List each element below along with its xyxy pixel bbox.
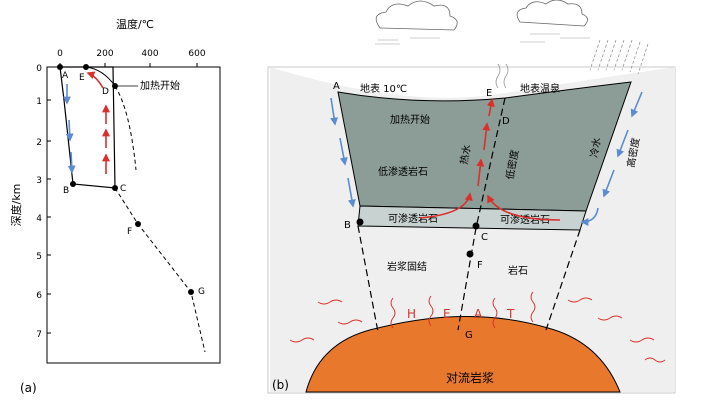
heating-start-label: 加热开始 [140,79,180,92]
y-tick: 5 [36,252,42,262]
y-tick: 2 [36,138,42,148]
point-f [135,221,141,227]
panel-a: 温度/℃ 0 200 400 600 0 1 2 3 4 5 6 7 深度/km [9,17,221,395]
hot-spring-label: 地表温泉 [520,82,560,95]
point-c-label: C [481,232,488,243]
y-tick: 4 [36,214,42,224]
point-g-label: G [198,287,205,297]
point-b-label: B [344,220,351,231]
heat-letter: H [407,307,416,321]
point-g [188,289,194,295]
point-f-marker [466,250,474,258]
point-a-label: A [62,71,69,81]
point-d [112,83,118,89]
point-b-label: B [63,186,69,196]
x-tick: 600 [188,49,205,59]
y-tick: 6 [36,291,42,301]
heating-start-label: 加热开始 [390,113,430,126]
point-b-marker [356,218,364,226]
dashed-boundaries [357,97,581,333]
heat-letter: A [474,307,483,321]
perm-rock-left-label: 可渗透岩石 [388,212,438,225]
heat-waves [289,291,666,363]
magma-chamber [305,316,621,393]
magma-solid-label: 岩浆固结 [387,260,427,273]
panel-b-label: (b) [272,378,289,392]
perm-rock-right-label: 可渗透岩石 [500,213,550,226]
low-perm-rock-label: 低渗透岩石 [378,165,428,178]
hot-water-label: 热水 [457,144,473,166]
panel-a-label: (a) [20,381,37,395]
plot-frame [46,66,221,364]
rain-icon [589,39,649,75]
heat-letter: T [506,307,515,321]
point-e-label: E [486,88,492,99]
point-e [83,64,89,70]
x-tick: 200 [96,49,113,59]
cold-water-arrows [63,84,76,174]
dashed-geotherm [114,187,206,353]
cold-arrows-b [330,91,643,226]
cold-water-label: 冷水 [587,137,603,159]
point-a [57,64,63,70]
magma-label: 对流岩浆 [446,370,494,385]
point-c-label: C [120,184,126,194]
panel-b: 对流岩浆 H E A T [267,0,676,394]
point-c-marker [472,222,480,230]
steam-icon [495,63,509,89]
y-ticks: 0 1 2 3 4 5 6 7 [36,64,42,340]
y-tick: 1 [36,97,42,107]
heat-letter: E [443,307,451,321]
heat-letters: H E A T [407,307,515,321]
x-tick: 400 [141,49,158,59]
point-b [70,181,76,187]
cloud-icon [375,0,588,31]
x-tick: 0 [57,49,63,59]
point-g-label: G [465,330,473,341]
x-axis-title: 温度/℃ [116,17,154,31]
x-ticks: 0 200 400 600 [57,49,206,59]
point-c [112,185,118,191]
point-d-label: D [102,87,109,97]
cloud-shading [375,33,590,45]
y-axis-title: 深度/km [9,184,23,227]
point-f-label: F [477,260,483,271]
hot-arrows-b [419,98,561,221]
dashed-upper [114,85,137,171]
surface-temp-label: 地表 10℃ [360,82,407,95]
point-d-label: D [502,116,510,127]
y-tick: 7 [36,330,42,340]
y-tick: 0 [36,64,42,74]
y-tick: 3 [36,176,42,186]
hot-water-arrows [86,71,110,174]
point-e-label: E [79,73,85,83]
point-f-label: F [127,227,132,237]
point-a-label: A [333,81,340,92]
rock-label: 岩石 [508,264,528,277]
